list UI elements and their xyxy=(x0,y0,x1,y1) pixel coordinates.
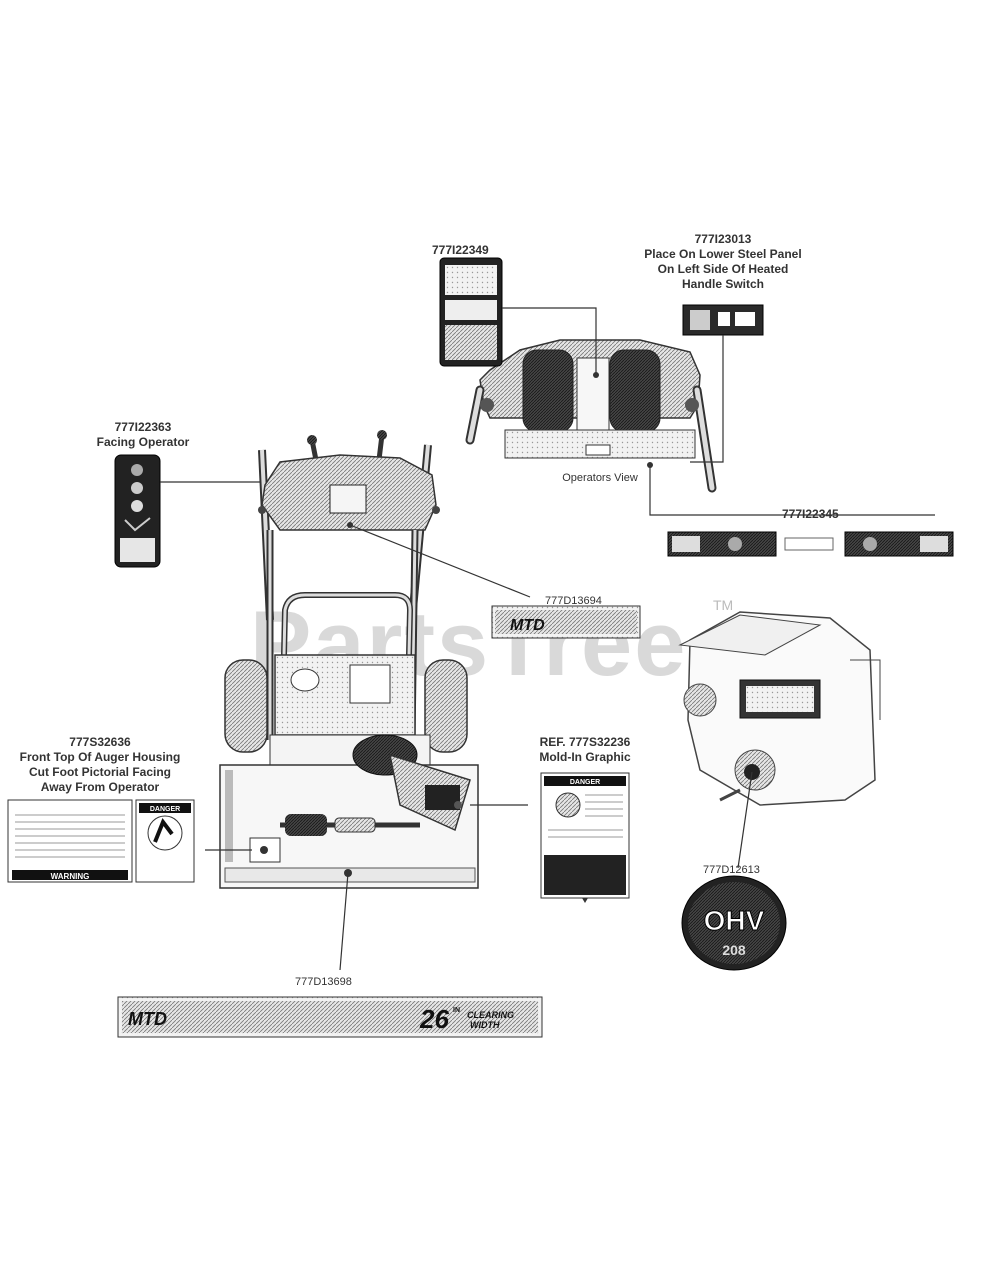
label-777I22349: 777I22349 xyxy=(432,243,489,257)
label-777D13698: 777D13698 xyxy=(295,976,352,988)
label-777I23013-part: 777I23013 xyxy=(694,232,752,246)
clearing-text: CLEARING xyxy=(467,1010,514,1020)
label-777D13694: 777D13694 xyxy=(545,595,602,607)
decal-777S32636: WARNING DANGER xyxy=(7,799,195,883)
decal-777D12613: OHV 208 xyxy=(681,875,787,971)
label-777S32636-line2: Cut Foot Pictorial Facing xyxy=(28,765,171,779)
ohv-cc-text: 208 xyxy=(722,942,746,958)
label-777S32636-line1: Front Top Of Auger Housing xyxy=(19,750,181,764)
label-777S32636-line3: Away From Operator xyxy=(40,780,160,794)
label-777I23013-line3: Handle Switch xyxy=(681,277,764,291)
label-777I23013-line1: Place On Lower Steel Panel xyxy=(644,247,802,261)
mtd-logo-large: MTD xyxy=(128,1009,167,1029)
width-unit: IN xyxy=(453,1007,460,1014)
label-operators-view: Operators View xyxy=(562,472,638,484)
trademark-symbol: TM xyxy=(713,597,734,613)
decal-777I22345 xyxy=(667,531,954,557)
decal-777I22349 xyxy=(439,257,503,367)
label-777S32236-part: REF. 777S32236 xyxy=(539,735,631,749)
mtd-logo-small: MTD xyxy=(510,617,545,634)
label-777I22363-part: 777I22363 xyxy=(114,420,172,434)
label-777D12613: 777D12613 xyxy=(703,864,760,876)
decal-777D13698: MTD 26 IN CLEARING WIDTH xyxy=(117,996,543,1038)
label-777I23013: 777I23013 Place On Lower Steel Panel On … xyxy=(638,232,808,292)
snow-thrower-drawing xyxy=(219,430,479,889)
decal-777S32236: DANGER xyxy=(540,772,630,903)
width-text: WIDTH xyxy=(470,1020,500,1030)
operators-view-drawing xyxy=(465,339,717,493)
danger-text-2: DANGER xyxy=(570,779,600,786)
ohv-text: OHV xyxy=(704,905,765,936)
label-777I22363-line1: Facing Operator xyxy=(96,435,190,449)
width-number: 26 xyxy=(419,1004,449,1034)
danger-text-1: DANGER xyxy=(150,806,180,813)
label-777S32636: 777S32636 Front Top Of Auger Housing Cut… xyxy=(10,735,190,795)
decal-777D13694: MTD xyxy=(491,605,641,639)
label-777S32236: REF. 777S32236 Mold-In Graphic xyxy=(530,735,640,765)
label-777S32636-part: 777S32636 xyxy=(69,735,131,749)
warning-text: WARNING xyxy=(51,872,90,881)
label-777S32236-line1: Mold-In Graphic xyxy=(539,750,631,764)
decal-777I22363 xyxy=(114,454,161,568)
engine-drawing xyxy=(678,611,881,806)
label-777I22363: 777I22363 Facing Operator xyxy=(88,420,198,450)
decal-777I23013 xyxy=(682,304,764,336)
label-777I22345: 777I22345 xyxy=(782,507,839,521)
label-777I23013-line2: On Left Side Of Heated xyxy=(657,262,789,276)
